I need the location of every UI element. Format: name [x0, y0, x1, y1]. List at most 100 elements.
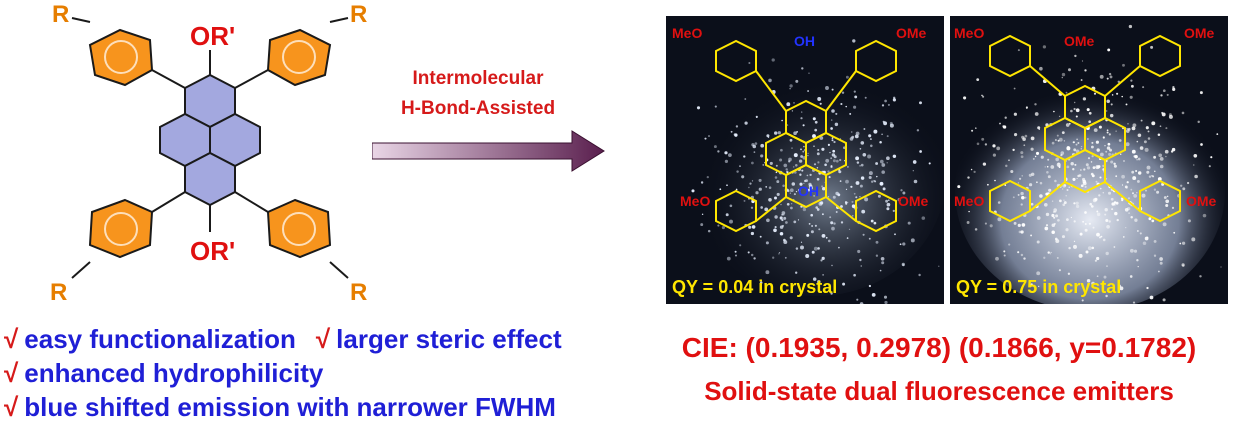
crystal-sparkle	[913, 179, 918, 184]
crystal-sparkle	[995, 256, 999, 261]
crystal-sparkle	[751, 180, 754, 182]
crystal-sparkle	[1126, 181, 1129, 184]
crystal-sparkle	[830, 157, 833, 160]
crystal-sparkle	[1121, 184, 1124, 186]
crystal-sparkle	[1085, 163, 1089, 167]
crystal-sparkle	[1099, 176, 1102, 179]
crystal-sparkle	[860, 163, 864, 167]
crystal-sparkle	[1058, 137, 1063, 142]
crystal-sparkle	[1087, 138, 1089, 140]
crystal-sparkle	[1032, 157, 1035, 160]
crystal-sparkle	[758, 187, 762, 191]
crystal-sparkle	[739, 165, 741, 167]
crystal-sparkle	[894, 233, 896, 236]
overlay-structure	[989, 34, 1181, 223]
crystal-sparkle	[1084, 69, 1087, 72]
crystal-sparkle	[779, 216, 783, 220]
crystal-sparkle	[734, 250, 737, 253]
crystal-sparkle	[863, 128, 866, 130]
crystal-sparkle	[1147, 130, 1150, 133]
crystal-sparkle	[1150, 45, 1154, 49]
crystal-sparkle	[1058, 269, 1061, 272]
crystal-sparkle	[776, 180, 780, 184]
crystal-sparkle	[706, 175, 709, 179]
crystal-sparkle	[749, 182, 752, 185]
crystal-sparkle	[696, 106, 701, 110]
crystal-sparkle	[1095, 180, 1098, 183]
crystal-sparkle	[1061, 235, 1066, 239]
crystal-sparkle	[1050, 165, 1055, 169]
crystal-sparkle	[901, 262, 905, 266]
crystal-sparkle	[1089, 202, 1092, 206]
crystal-sparkle	[795, 79, 799, 83]
crystal-sparkle	[868, 175, 872, 180]
crystal-sparkle	[845, 188, 848, 191]
crystal-sparkle	[853, 90, 856, 93]
crystal-sparkle	[829, 151, 831, 154]
crystal-sparkle	[975, 127, 977, 129]
crystal-sparkle	[726, 256, 731, 261]
crystal-sparkle	[1146, 170, 1150, 174]
crystal-sparkle	[882, 187, 886, 191]
crystal-sparkle	[1047, 251, 1050, 254]
crystal-sparkle	[1172, 86, 1175, 89]
crystal-sparkle	[752, 144, 757, 149]
crystal-sparkle	[831, 139, 834, 142]
check-icon: √	[4, 358, 19, 388]
crystal-sparkle	[801, 169, 804, 172]
crystal-sparkle	[861, 209, 866, 214]
crystal-sparkle	[860, 265, 862, 267]
crystal-sparkle	[813, 195, 815, 197]
crystal-sparkle	[867, 154, 872, 159]
crystal-sparkle	[729, 219, 733, 224]
crystal-sparkle	[1040, 155, 1044, 159]
crystal-sparkle	[1070, 216, 1072, 219]
crystal-sparkle	[864, 197, 869, 202]
crystal-sparkle	[987, 183, 989, 186]
crystal-sparkle	[714, 105, 717, 108]
crystal-sparkle	[1020, 151, 1024, 155]
crystal-sparkle	[751, 225, 756, 229]
crystal-sparkle	[1092, 166, 1096, 170]
crystal-sparkle	[806, 233, 810, 237]
overlay-structure	[715, 39, 897, 233]
crystal-sparkle	[1030, 136, 1035, 141]
crystal-sparkle	[1103, 275, 1107, 279]
crystal-sparkle	[1106, 131, 1109, 134]
crystal-sparkle	[888, 199, 890, 201]
crystal-sparkle	[759, 281, 763, 284]
crystal-sparkle	[1107, 142, 1111, 146]
crystal-sparkle	[842, 282, 846, 286]
crystal-sparkle	[967, 176, 970, 179]
crystal-sparkle	[997, 217, 1002, 222]
crystal-sparkle	[1004, 116, 1007, 119]
crystal-sparkle	[1061, 131, 1065, 135]
crystal-sparkle	[834, 122, 839, 127]
crystal-sparkle	[1068, 246, 1071, 250]
crystal-sparkle	[814, 224, 817, 227]
crystal-sparkle	[779, 232, 784, 236]
crystal-sparkle	[1141, 193, 1146, 198]
pyrene-structure: R R R R OR' OR'	[50, 1, 367, 300]
crystal-sparkle	[793, 153, 798, 158]
crystal-sparkle	[768, 186, 772, 189]
crystal-sparkle	[1106, 129, 1109, 132]
crystal-sparkle	[982, 162, 987, 166]
crystal-sparkle	[1094, 259, 1098, 262]
crystal-sparkle	[800, 117, 803, 120]
cie-coordinates: CIE: (0.1935, 0.2978) (0.1866, y=0.1782)	[681, 332, 1197, 363]
crystal-sparkle	[856, 161, 860, 164]
crystal-sparkle	[1135, 170, 1138, 172]
crystal-sparkle	[1130, 84, 1134, 88]
crystal-sparkle	[1145, 189, 1147, 192]
crystal-sparkle	[803, 182, 805, 184]
crystal-sparkle	[1168, 113, 1172, 117]
crystal-sparkle	[976, 142, 980, 146]
crystal-sparkle	[864, 96, 867, 99]
pyrene-core	[159, 73, 261, 207]
crystal-sparkle	[1043, 256, 1046, 259]
crystal-sparkle	[835, 159, 839, 163]
crystal-sparkle	[1088, 222, 1091, 225]
crystal-sparkle	[849, 112, 852, 115]
crystal-sparkle	[1165, 199, 1170, 204]
